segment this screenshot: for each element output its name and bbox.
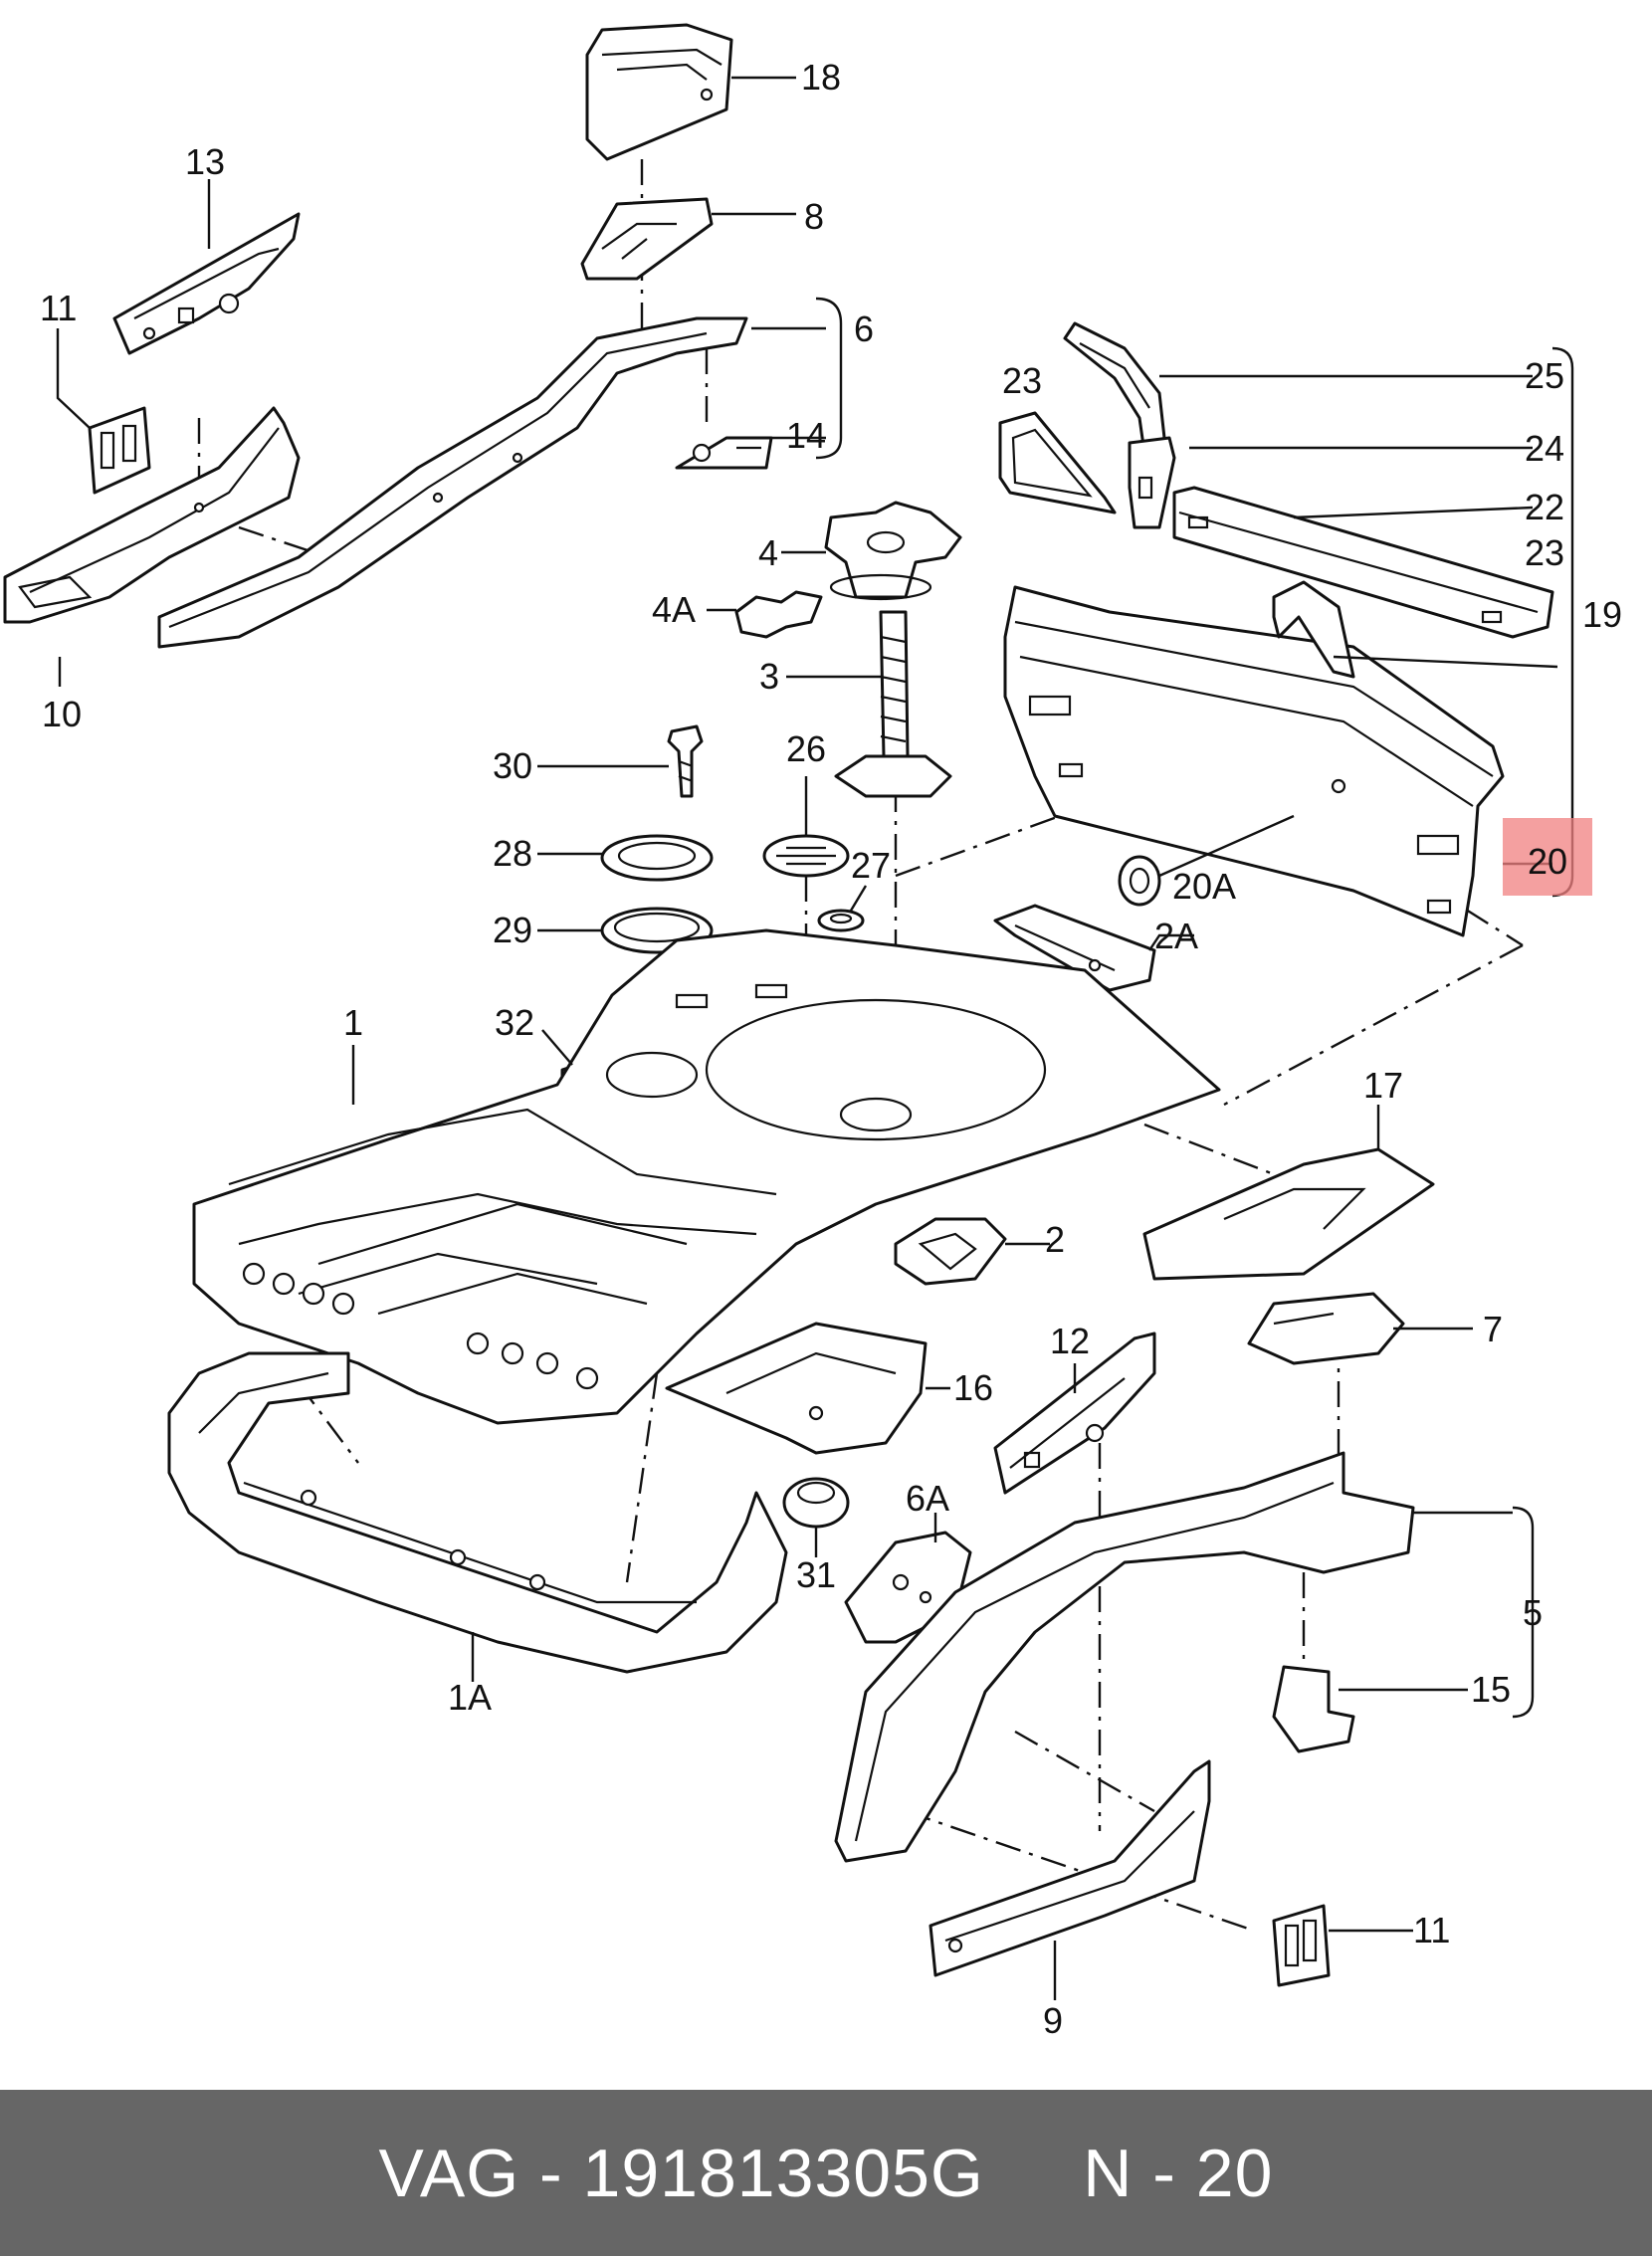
part-2-cover — [894, 1217, 1007, 1286]
label-1: 1 — [343, 1002, 363, 1043]
part-15-bracket — [1272, 1665, 1355, 1753]
label-13: 13 — [185, 141, 225, 182]
label-17: 17 — [1363, 1065, 1403, 1106]
part-31-grommet — [782, 1477, 850, 1529]
label-32: 32 — [495, 1002, 534, 1043]
label-20a: 20A — [1172, 866, 1236, 907]
part-26-cover — [762, 834, 850, 878]
part-11-plate-top — [88, 406, 151, 495]
label-22: 22 — [1525, 487, 1564, 527]
label-1a: 1A — [448, 1677, 492, 1718]
part-22-cross-rail — [1172, 486, 1554, 639]
label-10: 10 — [42, 694, 82, 734]
label-14: 14 — [786, 415, 826, 456]
part-6-long-member — [157, 316, 748, 649]
label-8: 8 — [804, 196, 824, 237]
label-19: 19 — [1582, 594, 1622, 635]
part-7-bracket — [1247, 1292, 1405, 1365]
label-28: 28 — [493, 833, 532, 874]
part-10-side-member — [3, 406, 301, 624]
part-8-bracket — [580, 197, 714, 281]
label-26: 26 — [786, 728, 826, 769]
part-20-rear-panel — [1003, 585, 1505, 937]
part-30-screw — [667, 724, 704, 798]
label-20: 20 — [1528, 841, 1567, 882]
footer-bar: VAG - 191813305G N - 20 — [0, 2090, 1652, 2256]
label-11-bottom: 11 — [1413, 1910, 1450, 1950]
part-14-clip — [675, 436, 773, 470]
part-1-floor-pan — [192, 928, 1221, 1425]
label-2a: 2A — [1154, 916, 1198, 956]
part-4-wheel-bolt — [824, 501, 962, 601]
label-23-left: 23 — [1002, 360, 1042, 401]
part-1a-crossmember — [167, 1351, 788, 1674]
label-9: 9 — [1043, 2000, 1063, 2041]
part-4a-wing-nut — [734, 590, 823, 639]
part-12-reinforcement — [993, 1332, 1156, 1495]
label-4a: 4A — [652, 589, 696, 630]
highlight-box — [1503, 818, 1592, 896]
part-11-plate-bottom — [1272, 1904, 1331, 1987]
exploded-parts-diagram: 18 8 6 14 13 11 10 4 4A 3 30 26 28 27 29… — [3, 23, 1622, 2041]
part-23-gusset-left — [998, 411, 1117, 514]
label-29: 29 — [493, 910, 532, 950]
part-28-ring — [600, 834, 714, 882]
part-9-sill — [929, 1759, 1211, 1977]
label-30: 30 — [493, 745, 532, 786]
label-12: 12 — [1050, 1321, 1090, 1361]
label-3: 3 — [759, 656, 779, 697]
label-5: 5 — [1523, 1592, 1543, 1633]
label-6: 6 — [854, 308, 874, 349]
label-16: 16 — [953, 1367, 993, 1408]
part-18-bracket — [585, 23, 733, 161]
label-25: 25 — [1525, 355, 1564, 396]
part-5-wheelhouse — [834, 1451, 1415, 1863]
part-23-gusset-right — [1272, 580, 1355, 679]
part-25-upper-bracket — [1063, 321, 1166, 455]
label-6a: 6A — [906, 1478, 949, 1519]
part-13-reinforcement — [112, 212, 301, 355]
label-18: 18 — [801, 57, 841, 98]
label-15: 15 — [1471, 1669, 1511, 1710]
part-27-plug — [817, 909, 865, 932]
label-31: 31 — [796, 1554, 836, 1595]
label-24: 24 — [1525, 428, 1564, 469]
part-16-floor-section — [665, 1322, 928, 1455]
label-4: 4 — [758, 532, 778, 573]
part-20a-grommet — [1118, 855, 1161, 907]
part-3-threaded-bolt — [834, 610, 952, 798]
label-27: 27 — [851, 845, 891, 886]
label-7: 7 — [1483, 1309, 1503, 1349]
label-2: 2 — [1045, 1219, 1065, 1260]
part-17-panel — [1142, 1147, 1435, 1281]
label-23-right: 23 — [1525, 532, 1564, 573]
callout-labels: 18 8 6 14 13 11 10 4 4A 3 30 26 28 27 29… — [40, 57, 1622, 2041]
label-11-top: 11 — [40, 288, 77, 328]
part-number-caption: VAG - 191813305G N - 20 — [378, 2135, 1274, 2211]
part-2a-bracket — [993, 904, 1156, 992]
part-24-plate — [1128, 436, 1176, 529]
